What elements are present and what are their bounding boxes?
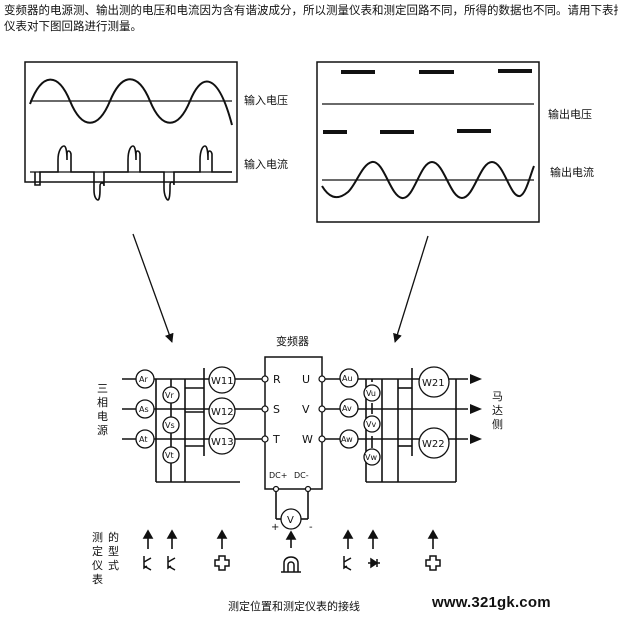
ammeter-ar-label: Ar [139,375,148,384]
meter-type-label-col2: 的 型 式 [108,530,119,572]
moving-iron-symbol-2 [167,556,176,571]
svg-text:达: 达 [492,404,503,417]
input-waveform-box [24,61,238,183]
terminal-s: S [273,403,280,416]
ammeter-av [339,398,359,418]
meter-type-arrows [142,529,439,549]
voltmeter-vr [162,386,180,404]
ammeter-as [135,399,155,419]
terminal-v: V [302,403,310,416]
input-voltage-wave [29,78,233,126]
moving-iron-symbol-3 [343,556,352,571]
output-pointer-arrow [393,235,429,343]
voltmeter-vu [363,384,381,402]
dc-plus-sign: + [271,522,279,533]
terminal-u: U [302,373,310,386]
voltmeter-vs-label: Vs [165,421,175,430]
motor-side-label: 马 达 侧 [492,390,503,431]
output-voltage-label: 输出电压 [548,107,592,121]
svg-text:定: 定 [92,544,103,558]
wattmeter-w11-label: W11 [211,376,234,387]
svg-text:仪: 仪 [92,559,103,572]
svg-text:测: 测 [92,531,103,544]
inverter-title: 变频器 [276,334,309,348]
wattmeter-w12-label: W12 [211,407,234,418]
voltmeter-vv-label: Vv [366,420,376,429]
figure-caption: 测定位置和测定仪表的接线 [228,600,360,613]
dc-plus-label: DC+ [269,471,287,480]
svg-text:马: 马 [492,390,503,403]
intro-text: 变频器的电源测、输出测的电压和电流因为含有谐波成分，所以测量仪表和测定回路不同，… [4,2,618,34]
voltmeter-vt [162,446,180,464]
dc-minus-label: DC- [294,471,309,480]
dc-voltmeter-label: V [287,515,294,526]
meter-type-label-col1: 测 定 仪 表 [92,531,103,586]
wattmeter-w21-label: W21 [422,378,445,389]
svg-text:相: 相 [97,396,108,409]
wattmeter-w22 [418,427,450,459]
dc-minus-sign: - [309,522,313,533]
svg-text:源: 源 [97,423,108,437]
inverter-box [264,356,323,490]
svg-text:电: 电 [97,410,108,423]
electrodynamic-symbol-2 [425,555,441,571]
svg-text:三: 三 [97,382,108,395]
svg-text:的: 的 [108,530,119,544]
wattmeter-w22-label: W22 [422,439,445,450]
voltmeter-vs [162,416,180,434]
ammeter-au [339,368,359,388]
ammeter-aw [339,429,359,449]
watermark: www.321gk.com [432,594,551,611]
voltmeter-vt-label: Vt [165,451,174,460]
ammeter-au-label: Au [342,374,353,383]
input-pointer-arrow [132,233,174,343]
wattmeter-w13-label: W13 [211,437,234,448]
ammeter-at [135,429,155,449]
wattmeter-w11 [208,366,236,394]
svg-text:型: 型 [108,544,119,558]
input-voltage-label: 输入电压 [244,93,288,107]
moving-iron-symbol-1 [143,556,152,571]
intro-line-1: 变频器的电源测、输出测的电压和电流因为含有谐波成分，所以测量仪表和测定回路不同，… [4,3,618,17]
ammeter-as-label: As [139,405,149,414]
source-label: 三 相 电 源 [97,382,108,437]
electrodynamic-symbol-1 [214,555,230,571]
terminal-t: T [272,433,280,446]
svg-text:式: 式 [108,559,119,572]
voltmeter-vw [363,448,381,466]
output-current-wave [321,160,535,200]
wattmeter-w21 [418,366,450,398]
wattmeter-w12 [208,397,236,425]
input-current-wave [34,145,232,201]
voltmeter-vv [363,415,381,433]
voltmeter-vu-label: Vu [366,389,376,398]
svg-text:侧: 侧 [492,418,503,431]
wattmeter-w13 [208,427,236,455]
output-current-label: 输出电流 [550,165,594,179]
terminal-r: R [273,373,281,386]
terminal-w: W [302,433,313,446]
ammeter-av-label: Av [342,404,352,413]
ammeter-at-label: At [139,435,147,444]
ammeter-ar [135,369,155,389]
moving-coil-symbol [281,556,301,573]
input-current-label: 输入电流 [244,157,288,171]
svg-text:表: 表 [92,572,103,586]
intro-line-2: 仪表对下图回路进行测量。 [4,19,142,33]
dc-voltmeter [280,508,302,530]
voltmeter-vr-label: Vr [165,391,174,400]
output-waveform-box [316,61,540,223]
voltmeter-vw-label: Vw [365,453,377,462]
ammeter-aw-label: Aw [341,435,353,444]
